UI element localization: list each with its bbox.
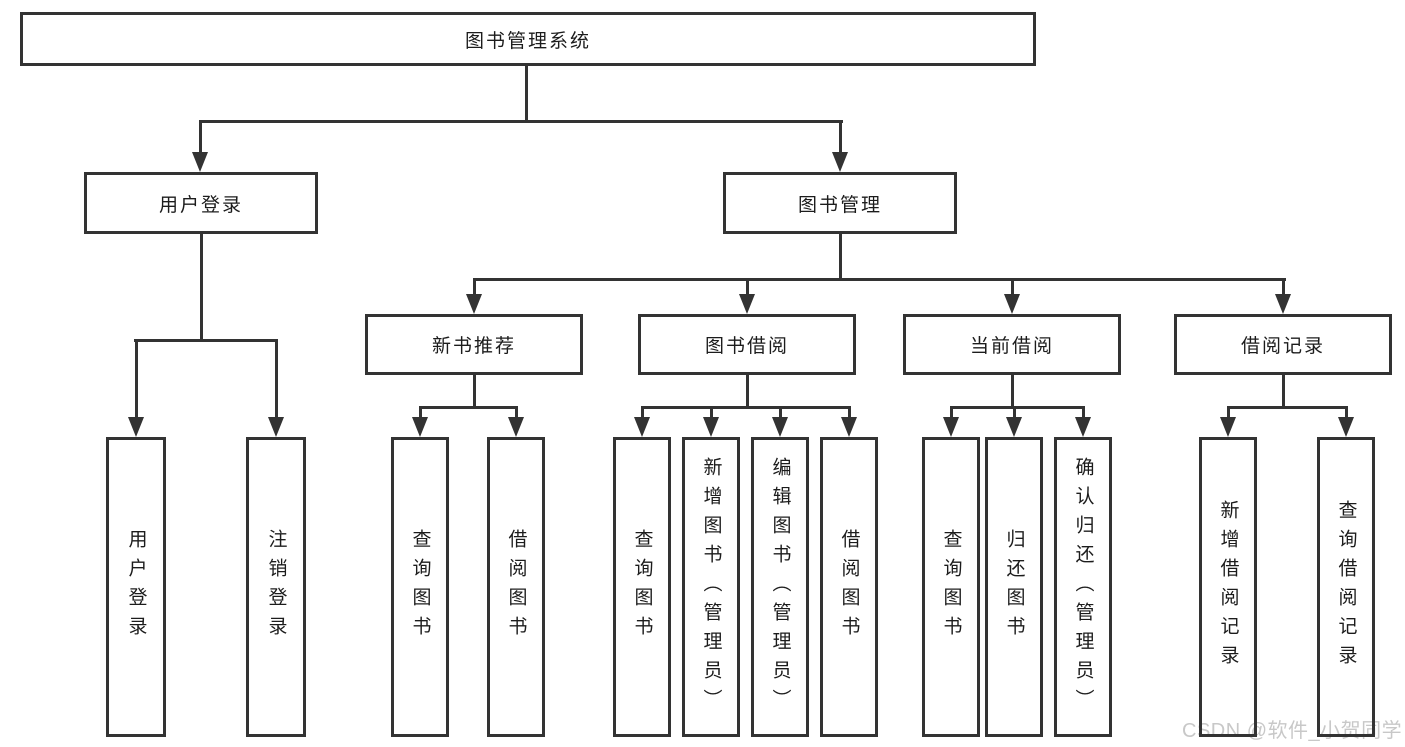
leaf-query-books-borrow: 查询图书	[613, 437, 671, 737]
leaf-label: 新增图书（管理员）	[700, 456, 722, 718]
leaf-label: 查询图书	[409, 529, 431, 645]
node-label: 用户登录	[158, 194, 243, 216]
arrow-down-icon	[1075, 417, 1091, 437]
arrow-down-icon	[412, 417, 428, 437]
connector-line	[710, 406, 713, 419]
arrow-down-icon	[772, 417, 788, 437]
connector-line	[134, 339, 278, 342]
leaf-label: 查询图书	[631, 529, 653, 645]
connector-line	[135, 339, 138, 419]
connector-line	[1013, 406, 1016, 419]
node-label: 借阅记录	[1240, 336, 1325, 357]
connector-line	[275, 339, 278, 419]
node-book-borrowing: 图书借阅	[638, 314, 856, 375]
leaf-edit-books-admin: 编辑图书（管理员）	[751, 437, 809, 737]
leaf-borrow-books: 借阅图书	[820, 437, 878, 737]
connector-line	[515, 406, 518, 419]
leaf-label: 确认归还（管理员）	[1072, 456, 1094, 718]
leaf-label: 借阅图书	[838, 529, 860, 645]
connector-line	[848, 406, 851, 419]
arrow-down-icon	[841, 417, 857, 437]
connector-line	[419, 406, 422, 419]
arrow-down-icon	[1220, 417, 1236, 437]
connector-line	[1227, 406, 1348, 409]
leaf-label: 归还图书	[1003, 529, 1025, 645]
leaf-label: 借阅图书	[505, 529, 527, 645]
connector-line	[473, 278, 476, 296]
arrow-down-icon	[508, 417, 524, 437]
leaf-label: 注销登录	[265, 529, 287, 645]
connector-line	[1011, 375, 1014, 406]
leaf-add-borrow-record: 新增借阅记录	[1199, 437, 1257, 737]
arrow-down-icon	[703, 417, 719, 437]
node-borrowing-records: 借阅记录	[1174, 314, 1392, 375]
connector-line	[199, 120, 202, 156]
node-label: 当前借阅	[969, 336, 1054, 357]
leaf-label: 查询图书	[940, 529, 962, 645]
connector-line	[1227, 406, 1230, 419]
connector-line	[473, 375, 476, 406]
leaf-borrow-books-recommend: 借阅图书	[487, 437, 545, 737]
arrow-down-icon	[943, 417, 959, 437]
connector-line	[1345, 406, 1348, 419]
connector-line	[199, 120, 843, 123]
connector-line	[1082, 406, 1085, 419]
node-current-borrowing: 当前借阅	[903, 314, 1121, 375]
connector-line	[473, 278, 1286, 281]
connector-line	[419, 406, 518, 409]
connector-line	[1011, 278, 1014, 296]
node-label: 图书管理	[797, 194, 882, 216]
leaf-label: 用户登录	[125, 529, 147, 645]
leaf-label: 编辑图书（管理员）	[769, 456, 791, 718]
leaf-add-books-admin: 新增图书（管理员）	[682, 437, 740, 737]
connector-line	[779, 406, 782, 419]
connector-line	[839, 233, 842, 278]
leaf-query-borrow-record: 查询借阅记录	[1317, 437, 1375, 737]
arrow-down-icon	[832, 152, 848, 172]
leaf-logout: 注销登录	[246, 437, 306, 737]
arrow-down-icon	[466, 294, 482, 314]
connector-line	[1282, 278, 1285, 296]
arrow-down-icon	[1006, 417, 1022, 437]
connector-line	[839, 120, 842, 156]
connector-line	[746, 375, 749, 406]
arrow-down-icon	[1338, 417, 1354, 437]
node-label: 新书推荐	[431, 336, 516, 357]
arrow-down-icon	[1275, 294, 1291, 314]
arrow-down-icon	[268, 417, 284, 437]
arrow-down-icon	[634, 417, 650, 437]
leaf-label: 查询借阅记录	[1335, 500, 1357, 674]
node-book-management: 图书管理	[723, 172, 957, 234]
node-label: 图书管理系统	[464, 30, 591, 52]
arrow-down-icon	[739, 294, 755, 314]
arrow-down-icon	[192, 152, 208, 172]
leaf-query-books-recommend: 查询图书	[391, 437, 449, 737]
leaf-return-books: 归还图书	[985, 437, 1043, 737]
arrow-down-icon	[1004, 294, 1020, 314]
node-root-library-system: 图书管理系统	[20, 12, 1036, 66]
leaf-user-login: 用户登录	[106, 437, 166, 737]
connector-line	[746, 278, 749, 296]
connector-line	[950, 406, 1085, 409]
arrow-down-icon	[128, 417, 144, 437]
node-user-login: 用户登录	[84, 172, 318, 234]
connector-line	[641, 406, 851, 409]
node-new-book-recommend: 新书推荐	[365, 314, 583, 375]
connector-line	[1282, 375, 1285, 406]
connector-line	[200, 234, 203, 339]
leaf-confirm-return-admin: 确认归还（管理员）	[1054, 437, 1112, 737]
leaf-label: 新增借阅记录	[1217, 500, 1239, 674]
leaf-query-books-current: 查询图书	[922, 437, 980, 737]
connector-line	[641, 406, 644, 419]
node-label: 图书借阅	[704, 336, 789, 357]
connector-line	[525, 66, 528, 120]
connector-line	[950, 406, 953, 419]
